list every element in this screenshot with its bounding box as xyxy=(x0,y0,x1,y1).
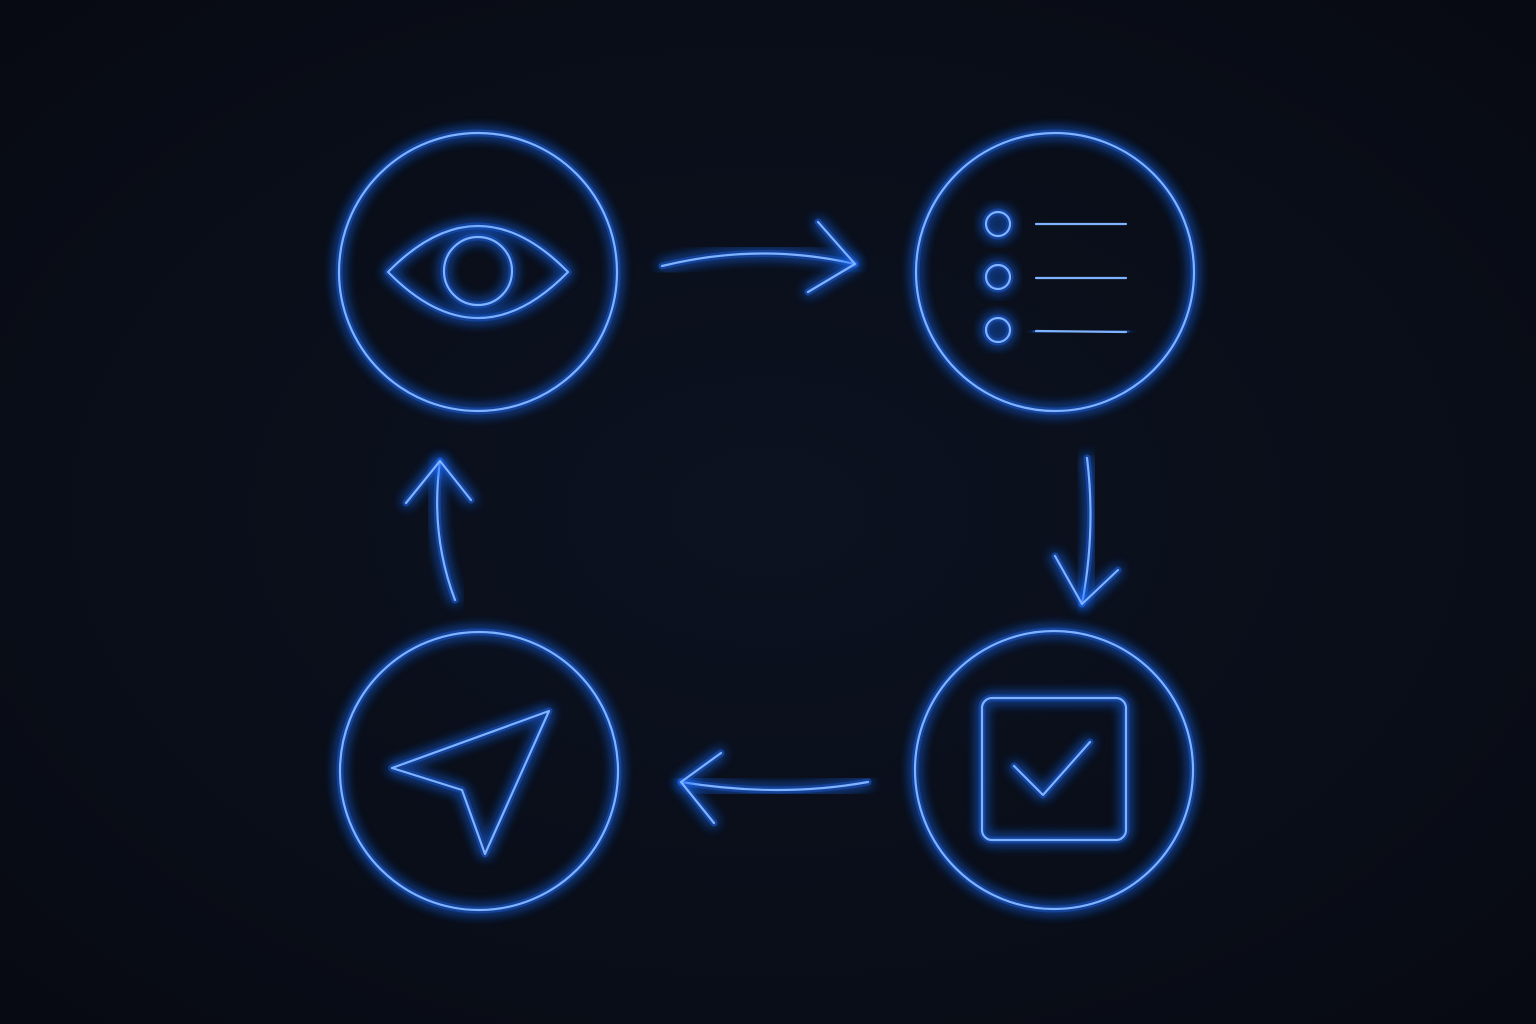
node-observe xyxy=(335,129,621,415)
cursor-arrow-icon xyxy=(388,707,553,858)
node-observe-ring xyxy=(337,131,619,413)
edge-observe-to-plan xyxy=(658,218,859,296)
arrow-down-icon xyxy=(1051,454,1122,608)
bulleted-list-icon xyxy=(982,208,1130,346)
arrow-right-icon xyxy=(658,218,859,296)
arrow-up-icon xyxy=(402,457,475,604)
node-plan xyxy=(912,129,1198,415)
checkbox-checked-icon xyxy=(978,694,1130,844)
node-act-ring xyxy=(338,630,620,912)
edge-act-to-observe xyxy=(402,457,475,604)
edge-plan-to-verify xyxy=(1051,454,1122,608)
edge-verify-to-act xyxy=(677,749,872,827)
node-plan-ring xyxy=(914,131,1196,413)
node-act xyxy=(336,628,622,914)
node-verify xyxy=(911,627,1197,913)
arrow-left-icon xyxy=(677,749,872,827)
node-verify-ring xyxy=(913,629,1195,911)
eye-icon xyxy=(384,222,572,322)
